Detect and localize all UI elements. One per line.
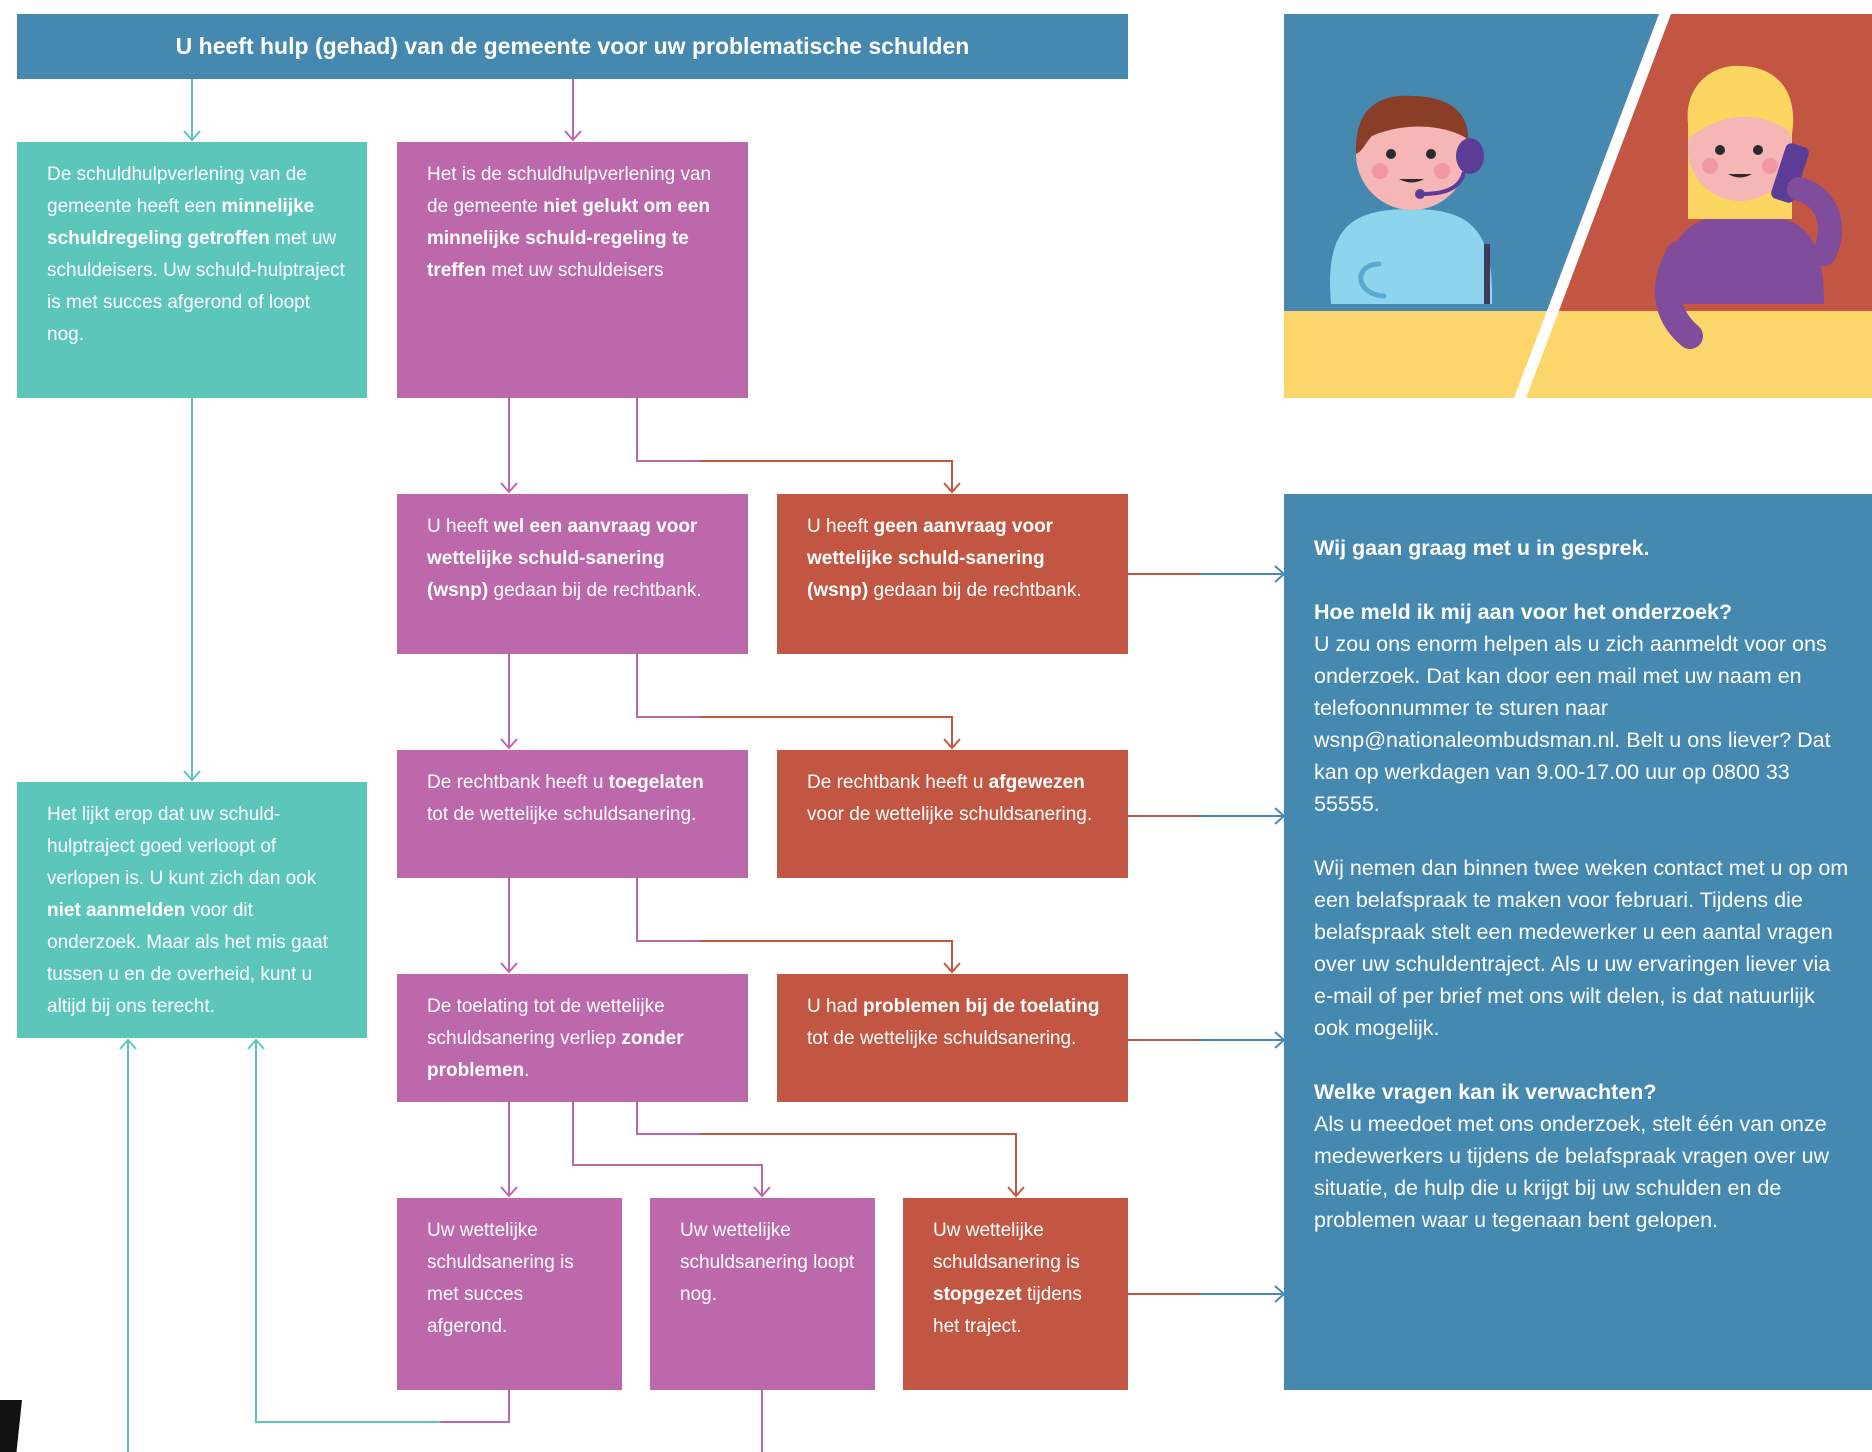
- box-text: tijdens het traject.: [933, 1284, 1082, 1337]
- box-text: U heeft: [807, 516, 874, 537]
- box-text: De toelating tot de wettelijke schuldsan…: [427, 996, 665, 1049]
- info-paragraph-aanmelden: U zou ons enorm helpen als u zich aanmel…: [1314, 632, 1831, 816]
- box-text: U had: [807, 996, 863, 1017]
- box-text: gedaan bij de rechtbank.: [868, 580, 1082, 601]
- box-minnelijke-regeling-niet-gelukt: Het is de schuldhulpverlening van de gem…: [397, 142, 748, 398]
- box-text: voor dit onderzoek. Maar als het mis gaa…: [47, 900, 328, 1017]
- box-stopgezet: Uw wettelijke schuldsanering is stopgeze…: [903, 1198, 1128, 1390]
- box-text: Uw wettelijke schuldsanering is met succ…: [427, 1220, 574, 1337]
- box-loopt-nog: Uw wettelijke schuldsanering loopt nog.: [650, 1198, 875, 1390]
- box-wel-aanvraag-wsnp: U heeft wel een aanvraag voor wettelijke…: [397, 494, 748, 654]
- box-text-bold: zonder problemen: [427, 1028, 684, 1081]
- box-text-bold: toegelaten: [608, 772, 704, 793]
- box-minnelijke-regeling-getroffen: De schuldhulpverlening van de gemeente h…: [17, 142, 367, 398]
- box-text: .: [524, 1060, 530, 1081]
- box-text-bold: minnelijke schuldregeling getroffen: [47, 196, 315, 249]
- box-text: gedaan bij de rechtbank.: [488, 580, 702, 601]
- box-text: De schuldhulpverlening van de gemeente h…: [47, 164, 307, 217]
- box-afgewezen: De rechtbank heeft u afgewezen voor de w…: [777, 750, 1128, 878]
- info-paragraph-contact: Wij nemen dan binnen twee weken contact …: [1314, 856, 1849, 1040]
- info-heading-vragen: Welke vragen kan ik verwachten?: [1314, 1080, 1657, 1104]
- info-panel: Wij gaan graag met u in gesprek. Hoe mel…: [1284, 494, 1872, 1390]
- box-text: De rechtbank heeft u: [807, 772, 989, 793]
- diagram-title: U heeft hulp (gehad) van de gemeente voo…: [17, 14, 1128, 79]
- box-text-bold: niet aanmelden: [47, 900, 186, 921]
- box-text: Het lijkt erop dat uw schuld-hulptraject…: [47, 804, 317, 889]
- box-met-succes-afgerond: Uw wettelijke schuldsanering is met succ…: [397, 1198, 622, 1390]
- box-text: met uw schuldeisers: [486, 260, 664, 281]
- box-text: met uw schuldeisers. Uw schuld-hulptraje…: [47, 228, 345, 345]
- box-toegelaten: De rechtbank heeft u toegelaten tot de w…: [397, 750, 748, 878]
- box-text: tot de wettelijke schuldsanering.: [427, 804, 697, 825]
- box-text: U heeft: [427, 516, 494, 537]
- box-text-bold: geen aanvraag voor wettelijke schuld-san…: [807, 516, 1054, 601]
- box-text: Het is de schuldhulpverlening van de gem…: [427, 164, 712, 217]
- box-text-bold: stopgezet: [933, 1284, 1022, 1305]
- box-text: Uw wettelijke schuldsanering is: [933, 1220, 1080, 1273]
- info-heading-aanmelden: Hoe meld ik mij aan voor het onderzoek?: [1314, 600, 1733, 624]
- box-text-bold: afgewezen: [988, 772, 1085, 793]
- box-text-bold: niet gelukt om een minnelijke schuld-reg…: [427, 196, 711, 281]
- box-text: Uw wettelijke schuldsanering loopt nog.: [680, 1220, 855, 1305]
- phone-call-illustration: [1284, 14, 1872, 398]
- box-niet-aanmelden: Het lijkt erop dat uw schuld-hulptraject…: [17, 782, 367, 1038]
- box-text-bold: wel een aanvraag voor wettelijke schuld-…: [427, 516, 698, 601]
- page-edge-mark: [0, 1400, 22, 1452]
- box-problemen-bij-toelating: U had problemen bij de toelating tot de …: [777, 974, 1128, 1102]
- box-text-bold: problemen bij de toelating: [862, 996, 1100, 1017]
- box-geen-aanvraag-wsnp: U heeft geen aanvraag voor wettelijke sc…: [777, 494, 1128, 654]
- box-text: voor de wettelijke schuldsanering.: [807, 804, 1093, 825]
- box-text: De rechtbank heeft u: [427, 772, 609, 793]
- info-paragraph-vragen: Als u meedoet met ons onderzoek, stelt é…: [1314, 1112, 1830, 1232]
- info-heading-gesprek: Wij gaan graag met u in gesprek.: [1314, 536, 1650, 560]
- agent-with-headset-icon: [1329, 95, 1493, 304]
- box-toelating-zonder-problemen: De toelating tot de wettelijke schuldsan…: [397, 974, 748, 1102]
- box-text: tot de wettelijke schuldsanering.: [807, 1028, 1077, 1049]
- caller-with-phone-icon: [1655, 65, 1842, 349]
